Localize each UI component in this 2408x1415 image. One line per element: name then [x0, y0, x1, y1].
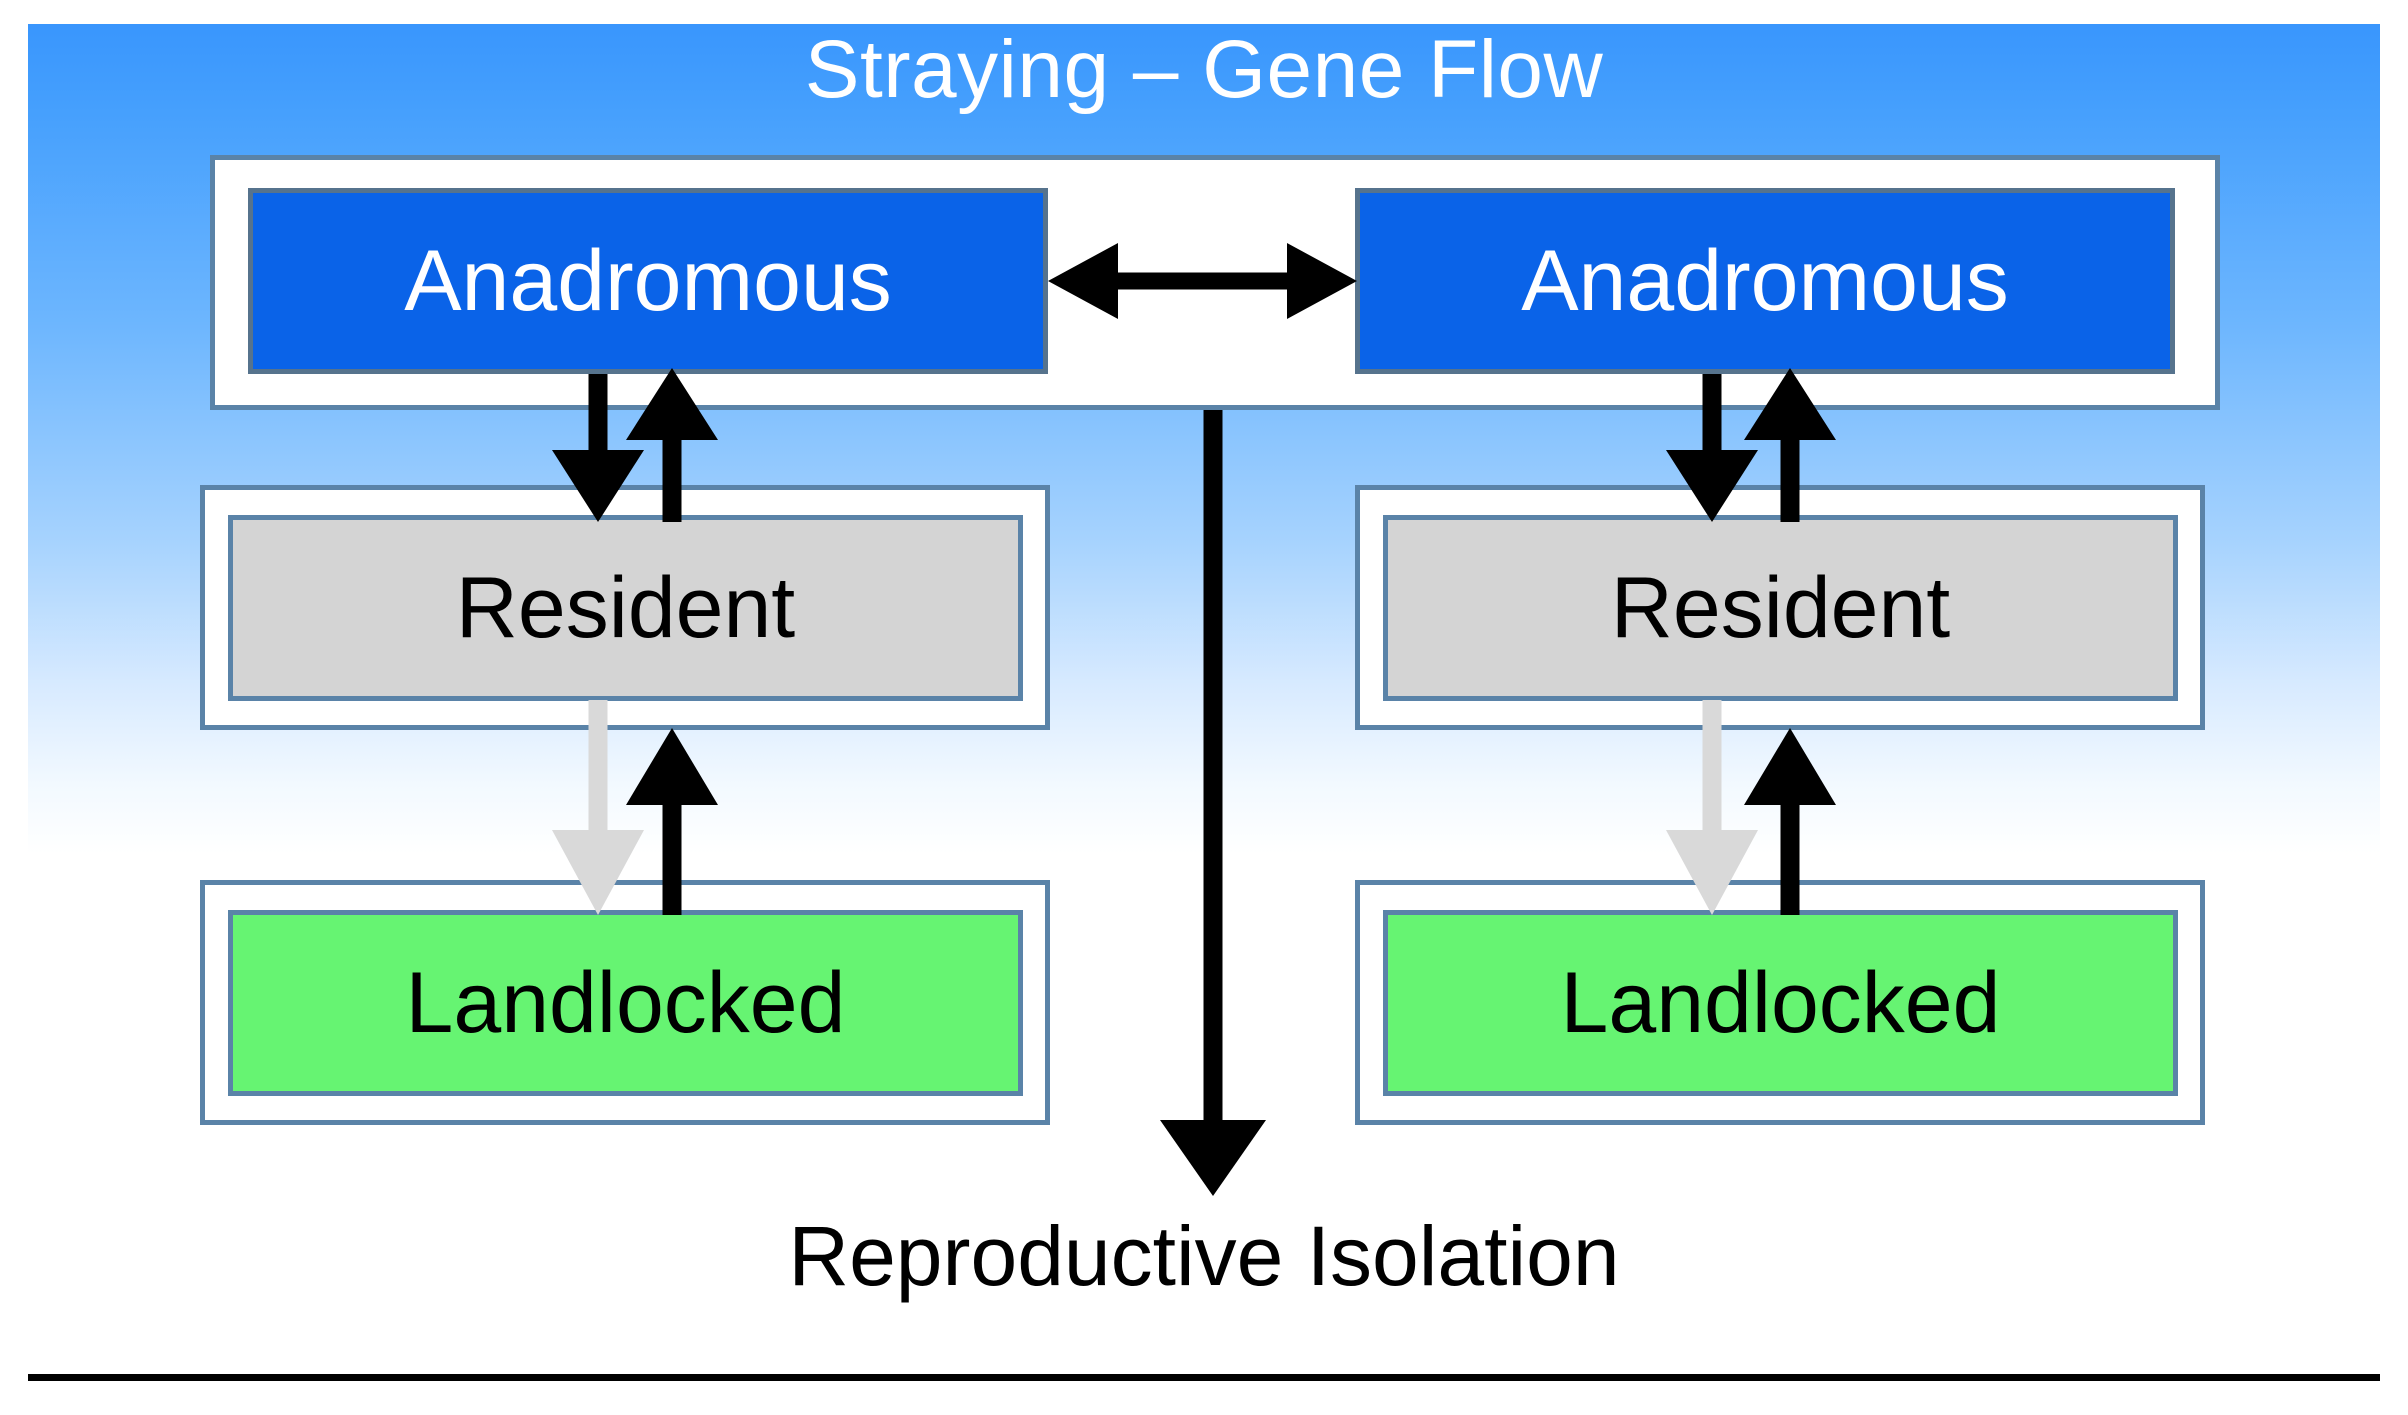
- node-landlocked-right[interactable]: Landlocked: [1383, 910, 2178, 1096]
- node-label: Anadromous: [1521, 233, 2009, 329]
- node-landlocked-left[interactable]: Landlocked: [228, 910, 1023, 1096]
- node-anadromous-left[interactable]: Anadromous: [248, 188, 1048, 374]
- node-label: Landlocked: [405, 955, 846, 1051]
- node-resident-right[interactable]: Resident: [1383, 515, 2178, 701]
- node-label: Landlocked: [1560, 955, 2001, 1051]
- node-resident-left[interactable]: Resident: [228, 515, 1023, 701]
- node-label: Resident: [455, 560, 796, 656]
- node-label: Anadromous: [404, 233, 892, 329]
- bottom-divider: [28, 1374, 2380, 1381]
- node-label: Resident: [1610, 560, 1951, 656]
- node-anadromous-right[interactable]: Anadromous: [1355, 188, 2175, 374]
- page-title: Straying – Gene Flow: [804, 24, 1604, 115]
- reproductive-isolation-label: Reproductive Isolation: [788, 1209, 1620, 1303]
